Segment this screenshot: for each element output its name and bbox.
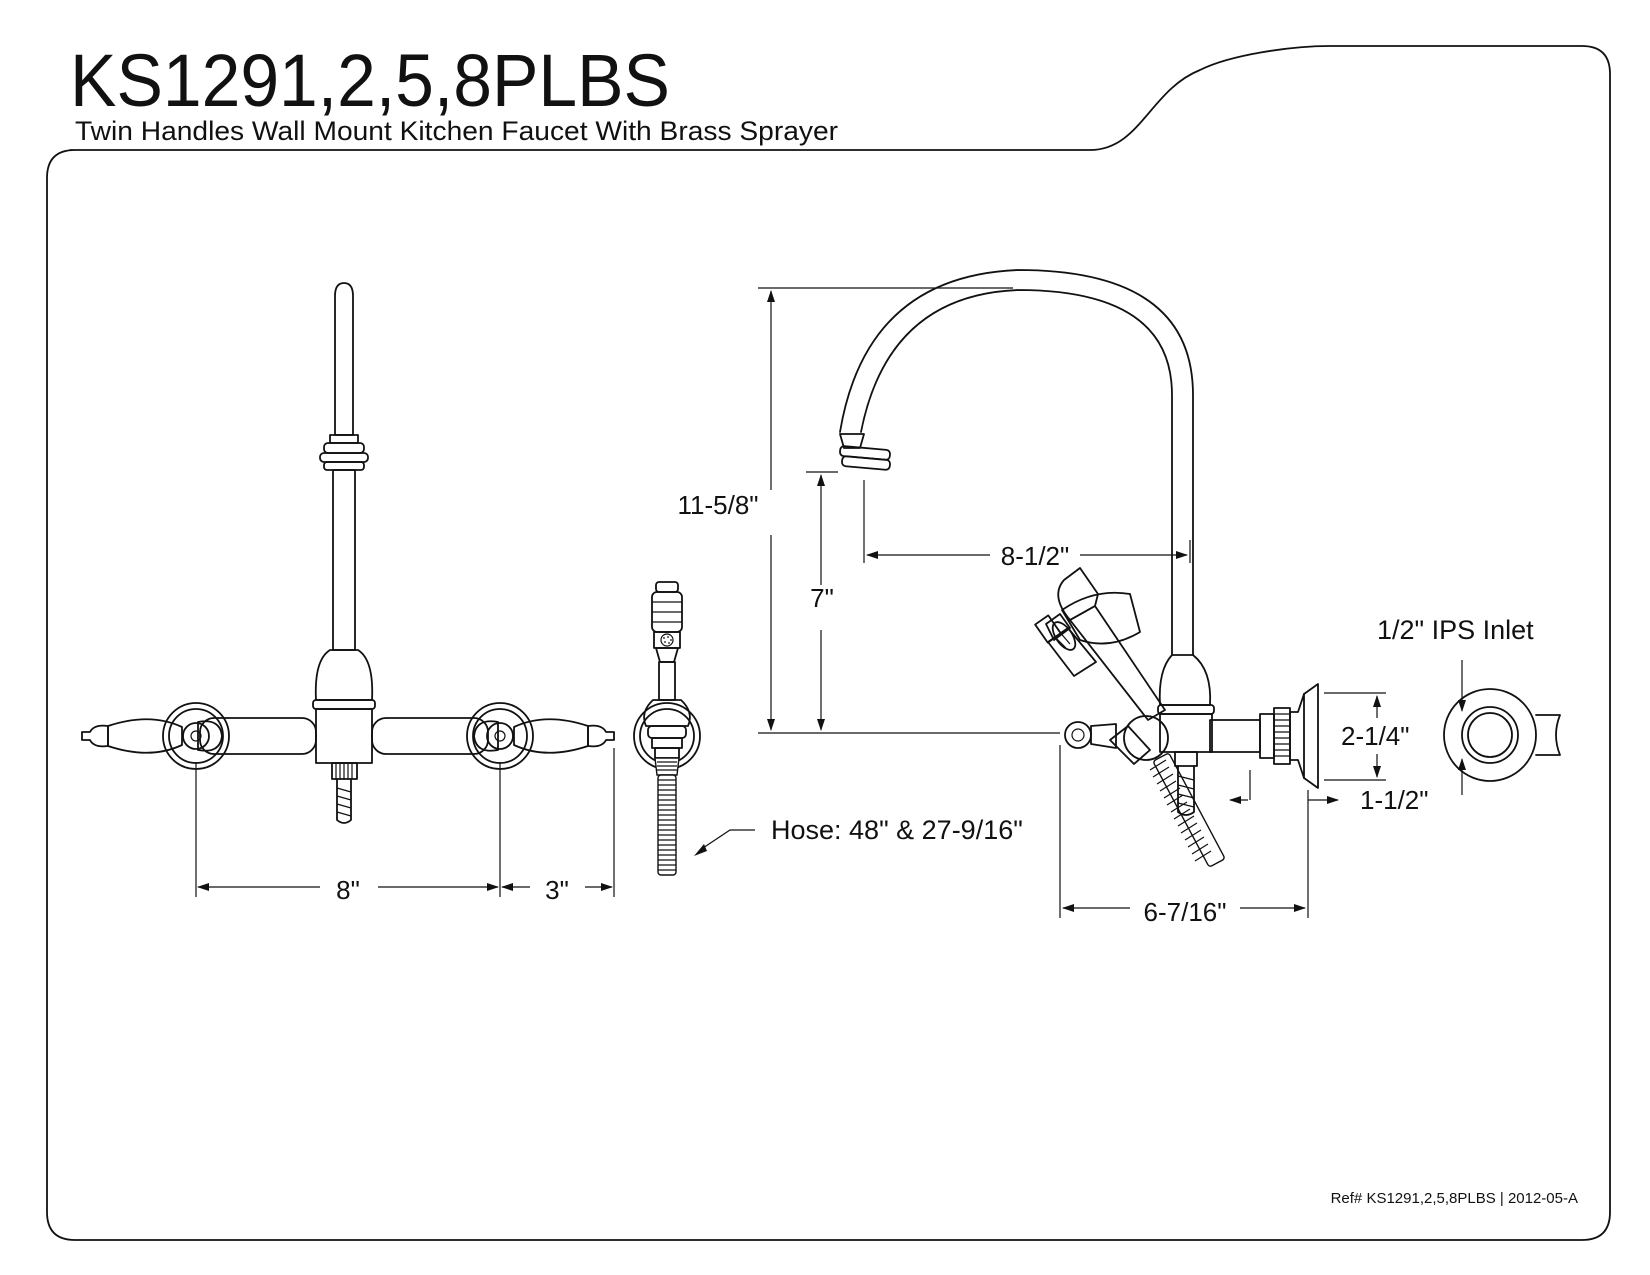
dim-spout-height: 7" xyxy=(810,583,834,613)
dim-total-height: 11-5/8" xyxy=(677,490,758,520)
reference-note: Ref# KS1291,2,5,8PLBS | 2012-05-A xyxy=(1331,1190,1578,1207)
dim-projection: 6-7/16" xyxy=(1144,897,1227,927)
front-view-drawing xyxy=(81,282,615,824)
inlet-end-view xyxy=(1443,660,1561,795)
side-dimension-lines xyxy=(758,287,1386,918)
product-subtitle: Twin Handles Wall Mount Kitchen Faucet W… xyxy=(75,116,838,146)
model-title: KS1291,2,5,8PLBS xyxy=(70,39,670,122)
sprayer-drawing xyxy=(633,581,755,876)
front-dimension-lines xyxy=(195,748,615,897)
dim-centers: 8" xyxy=(336,875,360,905)
dim-handle-reach: 3" xyxy=(545,875,569,905)
page-frame xyxy=(46,45,1611,1241)
dim-flange-depth: 1-1/2" xyxy=(1360,785,1429,815)
side-view-drawing xyxy=(839,269,1319,867)
dim-flange-height: 2-1/4" xyxy=(1341,721,1410,751)
dim-hose: Hose: 48" & 27-9/16" xyxy=(771,815,1023,845)
dim-inlet: 1/2" IPS Inlet xyxy=(1377,615,1534,645)
dim-spout-reach: 8-1/2" xyxy=(1001,541,1070,571)
